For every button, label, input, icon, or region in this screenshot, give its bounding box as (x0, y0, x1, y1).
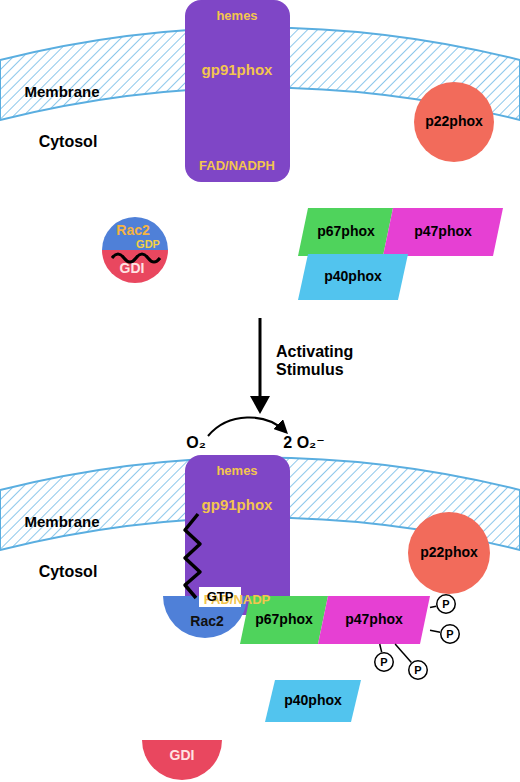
p22-protein: p22phox (414, 82, 494, 162)
circle-shape (408, 512, 490, 594)
region-label: 2 O₂⁻ (283, 434, 324, 452)
protein-label: gp91phox (202, 497, 273, 514)
phosphate-circle: P (440, 624, 460, 644)
protein-label: p22phox (425, 114, 483, 129)
protein-shape (185, 0, 290, 182)
protein-label: p40phox (284, 693, 342, 708)
protein-label: Membrane (24, 514, 99, 531)
protein-label: gp91phox (202, 62, 273, 79)
circle-shape (437, 595, 456, 614)
protein-label: P (380, 656, 387, 668)
protein-label: Membrane (24, 84, 99, 101)
circle-shape (375, 653, 394, 672)
protein-label: FAD/NADPH (199, 159, 275, 173)
activation-arrow (259, 318, 262, 398)
protein-label: p40phox (324, 269, 382, 284)
phosphate-bond (430, 630, 440, 632)
phosphate-bond (430, 606, 436, 607)
protein-label: hemes (216, 464, 257, 478)
half-circle-shape (102, 250, 168, 283)
circle-shape (409, 661, 428, 680)
region-label: Cytosol (39, 563, 98, 581)
protein-label: P (414, 664, 421, 676)
protein-label: GDI (120, 261, 145, 276)
protein-label: P (442, 598, 449, 610)
reaction-arrow (208, 417, 286, 436)
region-label: Cytosol (39, 133, 98, 151)
parallelogram-shape (265, 680, 361, 722)
phosphate-circle: P (408, 660, 428, 680)
protein-label: P (446, 628, 453, 640)
gdi-protein: GDI (102, 250, 168, 283)
half-circle-shape (142, 740, 222, 780)
p40-protein: p40phox (265, 680, 361, 722)
p67-protein: p67phox (298, 208, 393, 256)
protein-label: p67phox (317, 224, 375, 239)
parallelogram-shape (383, 208, 503, 256)
protein-label: p47phox (345, 612, 403, 627)
gp91-protein: hemes gp91phoxFAD/NADPH (185, 0, 290, 182)
parallelogram-shape (298, 254, 408, 300)
protein-label: Rac2 (190, 614, 223, 629)
stimulus-label: Activating Stimulus (276, 343, 366, 380)
parallelogram-shape (318, 596, 430, 644)
activation-arrowhead (250, 396, 270, 414)
phosphate-bond (380, 644, 382, 652)
phosphate-circle: P (436, 594, 456, 614)
phosphate-bond (395, 644, 411, 662)
p40-protein: p40phox (298, 254, 408, 300)
protein-shape (185, 455, 290, 615)
parallelogram-shape (298, 208, 393, 256)
protein-label: hemes (216, 9, 257, 23)
phosphate-circle: P (374, 652, 394, 672)
p47-protein: p47phox (383, 208, 503, 256)
p22-protein: p22phox (408, 512, 490, 594)
protein-label: p47phox (414, 224, 472, 239)
half-circle-shape (102, 217, 168, 250)
protein-label: p22phox (420, 545, 478, 560)
protein-label: Rac2 (116, 223, 149, 238)
box-shape (199, 587, 241, 607)
protein-label: GDI (170, 748, 195, 763)
rac2-protein: Rac2GDP (102, 217, 168, 250)
half-circle-shape (163, 596, 247, 638)
protein-label: p67phox (255, 612, 313, 627)
shape-outline (185, 0, 290, 182)
protein-label: GTP (207, 590, 234, 604)
protein-label: GDP (136, 238, 160, 250)
p47-protein: p47phox (318, 596, 430, 644)
parallelogram-shape (240, 596, 328, 644)
circle-shape (414, 82, 494, 162)
gdi-protein: GDI (142, 740, 222, 780)
region-label: O₂ (186, 434, 206, 452)
circle-shape (441, 625, 460, 644)
